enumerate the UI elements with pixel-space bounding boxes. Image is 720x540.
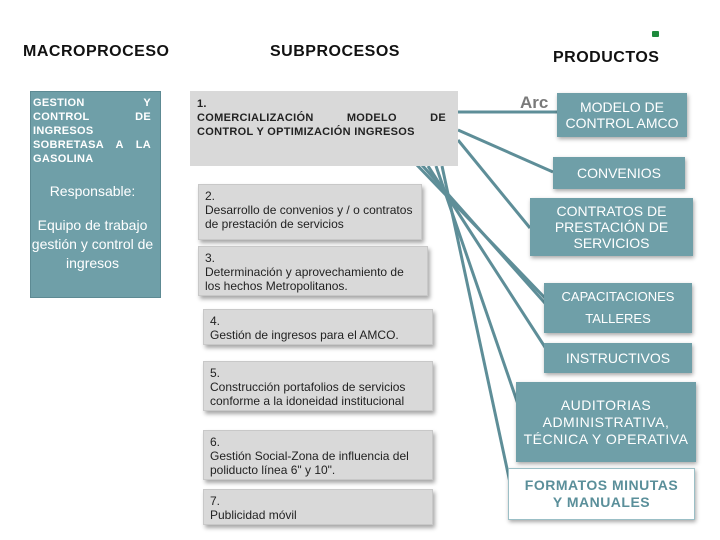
subproceso-text: Publicidad móvil	[210, 508, 297, 522]
producto-capacitaciones-label: CAPACITACIONES	[561, 289, 675, 304]
subproceso-text: Desarrollo de convenios y / o contratos …	[205, 203, 413, 231]
logo-text: Arc	[520, 93, 549, 112]
subproceso-3: 3. Determinación y aprovechamiento de lo…	[198, 246, 428, 296]
subproceso-number: 2.	[205, 189, 216, 203]
producto-instructivos: INSTRUCTIVOS	[544, 343, 692, 373]
subproceso-number: 5.	[210, 366, 221, 380]
logo-accent-icon	[652, 31, 659, 37]
producto-capacitaciones: CAPACITACIONES TALLERES	[544, 283, 692, 333]
header-macroproceso: MACROPROCESO	[23, 43, 170, 60]
subproceso-number: 1.	[197, 98, 207, 110]
subproceso-1: 1. COMERCIALIZACIÓN MODELO DE CONTROL Y …	[190, 91, 458, 166]
subproceso-7: 7. Publicidad móvil	[203, 489, 433, 525]
subproceso-text: Gestión de ingresos para el AMCO.	[210, 328, 399, 342]
producto-talleres-label: TALLERES	[585, 311, 651, 326]
subproceso-text: Construcción portafolios de servicios co…	[210, 380, 406, 408]
subproceso-4: 4. Gestión de ingresos para el AMCO.	[203, 309, 433, 345]
producto-modelo-control: MODELO DE CONTROL AMCO	[557, 93, 687, 137]
subproceso-number: 6.	[210, 435, 221, 449]
header-productos: PRODUCTOS	[553, 49, 660, 66]
macroproceso-title: GESTION Y CONTROL DE INGRESOS SOBRETASA …	[33, 97, 151, 165]
connector-to-formatos	[440, 165, 514, 493]
subproceso-text: COMERCIALIZACIÓN MODELO DE CONTROL Y OPT…	[197, 112, 446, 138]
subproceso-2: 2. Desarrollo de convenios y / o contrat…	[198, 184, 422, 240]
subproceso-text: Determinación y aprovechamiento de los h…	[205, 265, 404, 293]
producto-contratos: CONTRATOS DE PRESTACIÓN DE SERVICIOS	[530, 198, 693, 256]
subproceso-text: Gestión Social-Zona de influencia del po…	[210, 449, 409, 477]
producto-formatos: FORMATOS MINUTAS Y MANUALES	[508, 468, 695, 520]
producto-formatos-label: FORMATOS MINUTAS Y MANUALES	[524, 477, 679, 510]
responsable-label: Responsable:	[49, 183, 136, 199]
subproceso-5: 5. Construcción portafolios de servicios…	[203, 361, 433, 411]
subproceso-number: 7.	[210, 494, 221, 508]
connector-to-contratos	[456, 139, 532, 229]
connector-to-convenios	[457, 128, 554, 174]
subproceso-number: 3.	[205, 251, 216, 265]
producto-auditorias: AUDITORIAS ADMINISTRATIVA, TÉCNICA Y OPE…	[516, 382, 696, 462]
subproceso-6: 6. Gestión Social-Zona de influencia del…	[203, 430, 433, 480]
responsable-value: Equipo de trabajo gestión y control de i…	[31, 217, 154, 271]
header-subprocesos: SUBPROCESOS	[270, 43, 400, 60]
subproceso-number: 4.	[210, 314, 221, 328]
producto-convenios: CONVENIOS	[553, 157, 685, 189]
logo: Arc	[520, 93, 560, 121]
macroproceso-panel	[30, 91, 161, 298]
